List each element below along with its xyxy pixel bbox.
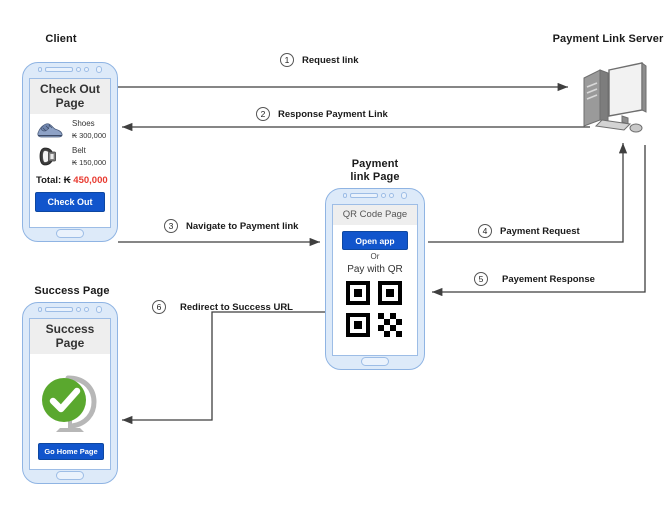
camera-dot-icon: [342, 193, 348, 198]
success-header: Success Page: [30, 319, 110, 354]
total-label: Total: ₭: [36, 175, 71, 186]
success-check-globe-icon: [30, 368, 110, 440]
sensor-dot-icon: [76, 67, 82, 72]
payment-link-page-title: Payment link Page: [350, 158, 400, 183]
step-label-2: 2 Response Payment Link: [256, 107, 388, 121]
step-number: 2: [256, 107, 270, 121]
phone-speaker-row: [23, 63, 117, 76]
front-camera-icon: [95, 66, 103, 73]
speaker-grill-icon: [45, 307, 74, 312]
checkout-phone: Check Out Page Shoes ₭ 300,000: [22, 62, 118, 242]
camera-dot-icon: [37, 67, 43, 72]
step-label-1: 1 Request link: [280, 53, 359, 67]
step-label-4: 4 Payment Request: [478, 224, 580, 238]
shoes-icon: [36, 120, 64, 140]
phone-speaker-row: [326, 189, 424, 202]
step-text: Payment Request: [500, 225, 580, 237]
success-screen: Success Page Go Home Page: [29, 318, 111, 470]
step-text: Redirect to Success URL: [180, 301, 293, 313]
order-total: Total: ₭ 450,000: [36, 175, 110, 186]
phone-speaker-row: [23, 303, 117, 316]
item-price: ₭ 300,000: [72, 131, 107, 140]
step-text: Response Payment Link: [278, 108, 388, 120]
speaker-grill-icon: [350, 193, 379, 198]
sensor-dot-icon: [84, 67, 89, 72]
step-text: Payement Response: [502, 273, 595, 285]
total-amount: 450,000: [73, 175, 108, 186]
step-text: Request link: [302, 54, 359, 66]
step-number: 5: [474, 272, 488, 286]
step-label-5: 5 Payement Response: [474, 272, 595, 286]
home-button[interactable]: [56, 471, 84, 480]
home-button[interactable]: [56, 229, 84, 238]
step-number: 1: [280, 53, 294, 67]
front-camera-icon: [400, 192, 408, 199]
front-camera-icon: [95, 306, 103, 313]
success-phone: Success Page Go Home Page: [22, 302, 118, 484]
pay-with-qr-label: Pay with QR: [347, 264, 403, 275]
speaker-grill-icon: [45, 67, 74, 72]
item-price: ₭ 150,000: [72, 158, 107, 167]
qr-page-header: QR Code Page: [333, 205, 417, 225]
list-item: Shoes ₭ 300,000: [36, 118, 110, 141]
qr-screen: QR Code Page Open app Or Pay with QR: [332, 204, 418, 356]
list-item: Belt ₭ 150,000: [36, 145, 110, 168]
sensor-dot-icon: [389, 193, 394, 198]
checkout-header: Check Out Page: [30, 79, 110, 114]
item-details: Belt ₭ 150,000: [72, 145, 106, 168]
item-name: Belt: [72, 146, 86, 155]
wire-6: [122, 311, 330, 425]
step-number: 3: [164, 219, 178, 233]
step-number: 4: [478, 224, 492, 238]
step-number: 6: [152, 300, 166, 314]
belt-icon: [36, 146, 64, 168]
server-title: Payment Link Server: [552, 33, 664, 45]
go-home-page-button[interactable]: Go Home Page: [38, 443, 104, 460]
sensor-dot-icon: [76, 307, 82, 312]
item-name: Shoes: [72, 119, 95, 128]
check-out-button[interactable]: Check Out: [35, 192, 105, 212]
home-button[interactable]: [361, 357, 389, 366]
camera-dot-icon: [37, 307, 43, 312]
or-divider-label: Or: [370, 252, 380, 261]
step-text: Navigate to Payment link: [186, 220, 299, 232]
desktop-computer-icon: [578, 60, 650, 136]
client-title: Client: [45, 33, 77, 45]
wire-5: [432, 145, 646, 297]
checkout-screen: Check Out Page Shoes ₭ 300,000: [29, 78, 111, 228]
step-label-3: 3 Navigate to Payment link: [164, 219, 298, 233]
item-details: Shoes ₭ 300,000: [72, 118, 106, 141]
step-label-6: 6 Redirect to Success URL: [152, 300, 293, 314]
sensor-dot-icon: [84, 307, 89, 312]
payment-link-phone: QR Code Page Open app Or Pay with QR: [325, 188, 425, 370]
sensor-dot-icon: [381, 193, 387, 198]
qr-code-icon[interactable]: [333, 279, 417, 341]
success-page-title: Success Page: [34, 285, 110, 297]
open-app-button[interactable]: Open app: [342, 231, 408, 250]
